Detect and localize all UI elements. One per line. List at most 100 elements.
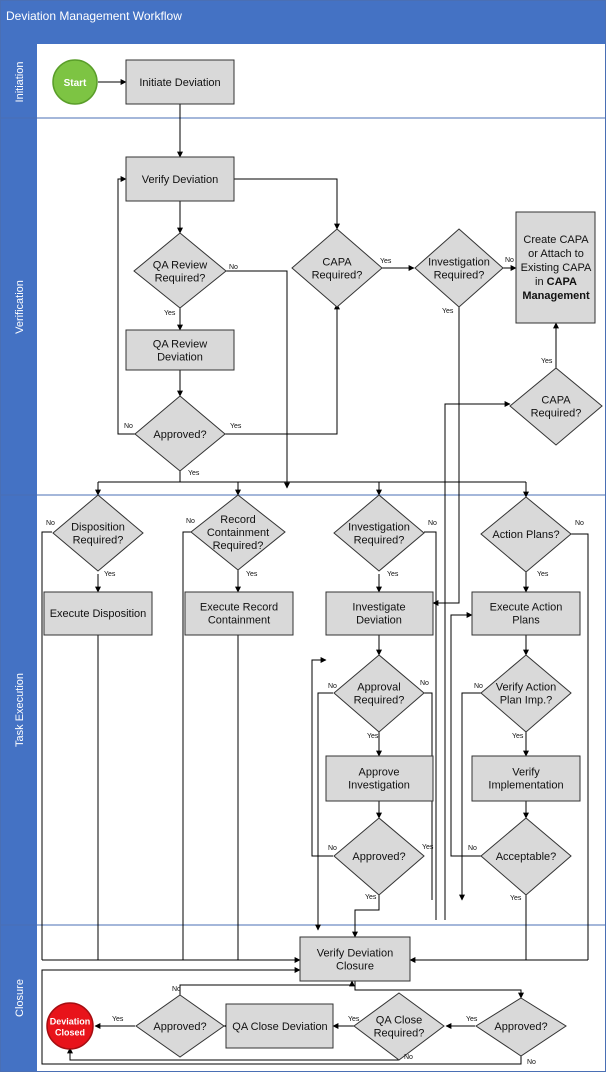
svg-text:Action Plans?: Action Plans? [492, 529, 559, 541]
label-qa-close-no: No [404, 1054, 413, 1061]
svg-text:Execute Disposition: Execute Disposition [50, 608, 147, 620]
approved-verification-decision: Approved? [134, 395, 226, 472]
label-qa-review-yes: Yes [164, 310, 176, 317]
label-approved-yes: Yes [230, 423, 242, 430]
lane-label-closure: Closure [14, 979, 26, 1017]
svg-text:Start: Start [64, 78, 87, 89]
label-approval-required-no-right: No [420, 680, 429, 687]
approved-investigation-decision: Approved? [333, 817, 425, 896]
edge-approved-to-capa2 [444, 401, 511, 920]
edge-verify-to-capa-required [234, 178, 340, 230]
edge-action-plans-no [571, 533, 589, 960]
label-disposition-no: No [46, 520, 55, 527]
execute-disposition-process: Execute Disposition [43, 591, 153, 636]
edge-investigation-yes-to-investigate [432, 307, 460, 606]
diagram-title: Deviation Management Workflow [6, 9, 182, 23]
label-capa2-yes: Yes [541, 358, 553, 365]
svg-text:Approved?: Approved? [153, 429, 206, 441]
svg-text:Approved?: Approved? [153, 1021, 206, 1033]
edge-approval-required-no [424, 692, 433, 900]
edge-approved-no-loop [117, 176, 135, 435]
svg-text:Initiate Deviation: Initiate Deviation [139, 77, 220, 89]
edge-record-containment-no [182, 531, 191, 960]
svg-text:Acceptable?: Acceptable? [496, 851, 557, 863]
lane-label-task-execution: Task Execution [14, 673, 26, 747]
label-approved-investigation-yes: Yes [422, 844, 434, 851]
label-approval-required-yes: Yes [367, 733, 379, 740]
label-approval-required-no-left: No [328, 683, 337, 690]
label-capa-yes: Yes [380, 258, 392, 265]
verify-deviation-process: Verify Deviation [125, 156, 235, 202]
edge-closure-approved-no [41, 967, 522, 1065]
label-investigation-yes: Yes [442, 308, 454, 315]
qa-close-deviation-process: QA Close Deviation [225, 1003, 334, 1049]
label-qa-close-yes: Yes [348, 1016, 360, 1023]
label-record-containment-no: No [186, 518, 195, 525]
edge-labels: No Yes No Yes Yes Yes No Yes Yes No Yes … [46, 257, 584, 1066]
edge-approved-investigation-yes [352, 895, 380, 938]
label-qa-review-no: No [229, 264, 238, 271]
edge-disposition-no [41, 531, 52, 960]
edge-qa-close-no [67, 1047, 399, 1061]
lane-label-initiation: Initiation [14, 62, 26, 103]
action-plans-decision: Action Plans? [480, 496, 572, 573]
acceptable-decision: Acceptable? [480, 817, 572, 896]
edge-acceptable-no-loop [450, 612, 481, 857]
label-verify-action-yes: Yes [512, 733, 524, 740]
label-investigation-no: No [505, 257, 514, 264]
lane-header-strip [0, 44, 37, 1072]
label-verify-action-no-left: No [474, 683, 483, 690]
edge-qa-review-no [226, 270, 290, 489]
label-closure-approved-no: No [527, 1059, 536, 1066]
label-action-plans-yes: Yes [537, 571, 549, 578]
label-closure-approved-yes: Yes [466, 1016, 478, 1023]
approved-final-decision: Approved? [135, 994, 225, 1058]
connector-lines [41, 79, 589, 1065]
label-acceptable-yes: Yes [510, 895, 522, 902]
edge-final-approved-no [179, 980, 355, 995]
label-approved-yes-down: Yes [188, 470, 200, 477]
label-investigation2-no: No [428, 520, 437, 527]
label-acceptable-no: No [468, 845, 477, 852]
start-node: Start [52, 59, 98, 105]
label-approved-no: No [124, 423, 133, 430]
edge-approval-no-branch [315, 692, 333, 931]
label-approved-investigation-no: No [328, 845, 337, 852]
